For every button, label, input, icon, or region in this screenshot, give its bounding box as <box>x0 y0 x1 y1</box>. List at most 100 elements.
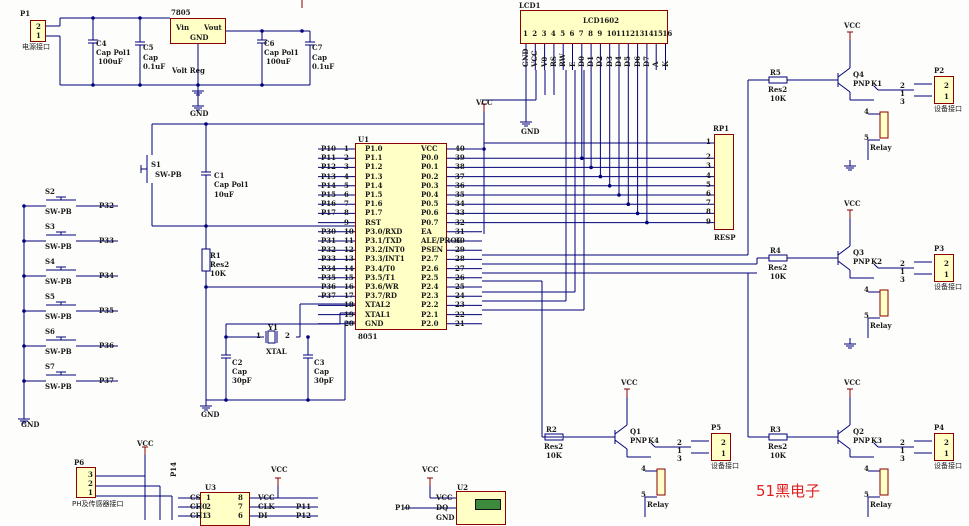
rp1-pin-num: 7 <box>706 198 711 208</box>
adc-pin-right-name: CLK <box>258 502 275 511</box>
u2-package-icon <box>475 499 501 510</box>
rp1-pin-num: 4 <box>706 170 711 180</box>
transistor-ref: Q4 <box>853 70 864 79</box>
s1-type: SW-PB <box>155 170 182 179</box>
c6-ref: C6 <box>264 39 275 48</box>
junction-dot <box>22 379 26 383</box>
mcu-pin-name-right: ALE/PROG <box>421 236 463 245</box>
c4-ref: C4 <box>96 39 107 48</box>
mcu-pin-name-left: GND <box>365 318 384 328</box>
button-ref: S4 <box>45 257 55 266</box>
mcu-pin-name-left: P3.2/INT0 <box>365 245 405 255</box>
device-label: 设备接口 <box>934 105 962 113</box>
mcu-pin-num-right: 22 <box>455 309 465 319</box>
u2-net: P10 <box>395 503 411 512</box>
mcu-pin-num-left: 3 <box>344 162 349 172</box>
relay-pin: 1 <box>900 267 905 276</box>
relay-pin: 1 <box>677 446 682 455</box>
power-connector-p1 <box>30 20 46 42</box>
button-ref: S6 <box>45 327 55 336</box>
adc-pin-left-name: CH0 <box>190 502 208 511</box>
transistor-ref: Q2 <box>853 427 864 436</box>
lcd-pin-name: D3 <box>604 56 614 67</box>
p1-ref: P1 <box>20 9 31 18</box>
relay-label: Relay <box>647 500 669 509</box>
transistor-ref: Q1 <box>630 427 641 436</box>
u3-vcc-label: VCC <box>271 465 288 474</box>
mcu-pin-name-right: P0.7 <box>421 217 439 227</box>
lcd-pin-name: RS <box>548 56 558 67</box>
junction-dot <box>260 83 264 87</box>
mcu-pin-name-left: P1.0 <box>365 144 383 153</box>
wire <box>837 439 851 450</box>
junction-dot <box>617 193 621 197</box>
junction-dot <box>224 335 228 339</box>
lcd-pin-num: 5 <box>560 29 566 38</box>
mcu-pin-num-right: 37 <box>455 171 465 181</box>
u2-pin-gnd: GND <box>436 513 455 522</box>
mcu-pin-num-left: 20 <box>344 318 354 328</box>
lcd-pin-num: 11 <box>616 29 626 38</box>
junction-dot <box>306 335 310 339</box>
transistor-ref: Q3 <box>853 248 864 257</box>
relay-ref: K3 <box>871 436 882 445</box>
mcu-pin-name-right: P0.5 <box>421 199 439 209</box>
header-ref: P3 <box>934 244 945 253</box>
relay-label: Relay <box>870 500 892 509</box>
wire <box>837 82 851 93</box>
button-ref: S5 <box>45 292 55 301</box>
adc-pin-right-num: 6 <box>238 511 243 520</box>
mcu-pin-num-left: 9 <box>344 217 349 227</box>
mcu-pin-num-right: 27 <box>455 263 465 273</box>
vcc-label: VCC <box>844 199 861 208</box>
mcu-pin-name-right: P0.3 <box>421 180 439 190</box>
r1-type: Res2 <box>210 260 230 269</box>
mcu-pin-name-left: P1.2 <box>365 162 383 172</box>
wire <box>614 439 628 450</box>
relay-ref: K1 <box>871 79 882 88</box>
lcd-part: LCD1602 <box>583 16 620 25</box>
vcc-label-mcu: VCC <box>476 98 493 107</box>
mcu-pin-name-right: P2.2 <box>421 300 439 310</box>
mcu-8051 <box>355 143 447 330</box>
relay-pin: 2 <box>900 81 905 90</box>
resistor-ref: R5 <box>770 68 781 77</box>
mcu-net-left: P17 <box>321 208 337 218</box>
mcu-pin-num-right: 23 <box>455 300 465 310</box>
c4-type: Cap Pol1 <box>96 48 131 57</box>
header-pin: 1 <box>721 449 726 458</box>
mcu-pin-name-right: P2.5 <box>421 272 439 282</box>
device-header <box>934 76 954 104</box>
relay-pin: 2 <box>900 259 905 268</box>
junction-dot <box>22 274 26 278</box>
lcd-pin-name: D0 <box>576 56 586 67</box>
resistor-type: Res2 <box>768 442 788 451</box>
gnd-label-power: GND <box>190 109 209 118</box>
relay-pin: 1 <box>900 89 905 98</box>
wire <box>837 260 851 271</box>
lcd-pin-name: VCC <box>530 50 540 67</box>
wire <box>837 245 851 256</box>
u2-ref: U2 <box>457 483 468 492</box>
u3-ref: U3 <box>205 483 216 492</box>
symbol-body <box>879 468 889 496</box>
mcu-pin-num-right: 21 <box>455 318 465 328</box>
symbol-body <box>768 76 788 84</box>
mcu-pin-name-left: XTAL1 <box>365 309 391 319</box>
relay-pin: 3 <box>900 454 905 463</box>
mcu-pin-name-left: P3.3/INT1 <box>365 254 405 264</box>
gnd-label-crystal: GND <box>201 410 220 419</box>
wire <box>837 424 851 435</box>
mcu-pin-num-left: 13 <box>344 254 354 264</box>
resistor-pack-rp1 <box>714 134 734 230</box>
mcu-pin-num-right: 31 <box>455 226 465 236</box>
mcu-pin-num-right: 40 <box>455 144 465 153</box>
junction-dot <box>138 83 142 87</box>
symbol-body <box>267 330 276 344</box>
adc-pin-left-name: CH1 <box>190 511 208 520</box>
relay-pin: 5 <box>864 133 869 142</box>
r1-value: 10K <box>210 269 226 278</box>
mcu-pin-name-right: PSEN <box>421 245 444 255</box>
